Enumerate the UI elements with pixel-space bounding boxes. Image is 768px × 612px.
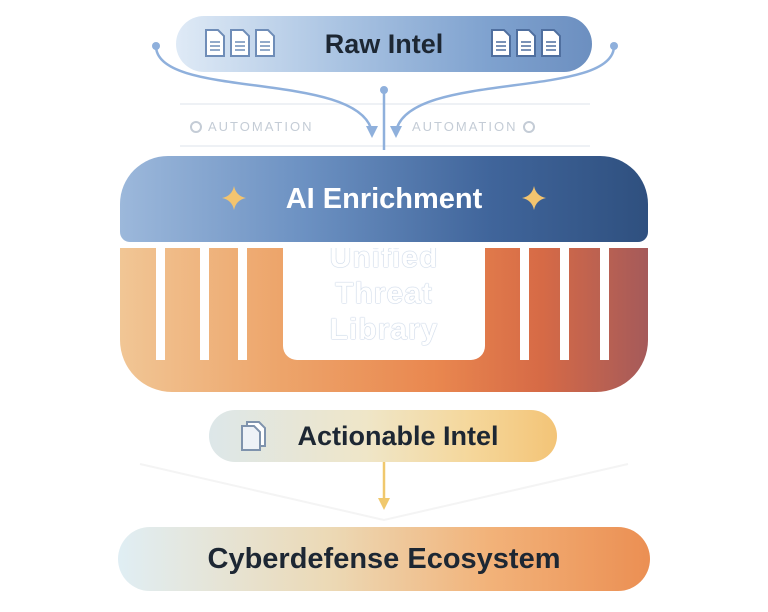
sparkle-icon [222,186,246,210]
gear-icon [523,120,536,133]
ecosystem-label: Cyberdefense Ecosystem [207,542,561,575]
document-icon [230,29,250,57]
threat-library-panel: Unified Threat Library [283,248,485,360]
library-column-divider [520,248,529,360]
documents-icon-group [490,28,562,58]
documents-icon-group [204,28,276,58]
right-source-dot [610,42,618,50]
threat-library-node: Unified Threat Library [120,248,648,392]
automation-text-left: AUTOMATION [208,119,314,134]
document-stack-icon [241,421,266,451]
library-column-divider [600,248,609,360]
left-arrowhead [366,126,378,138]
left-automation-arrow [154,45,374,133]
right-arrowhead [390,126,402,138]
ecosystem-arrowhead [378,498,390,510]
actionable-intel-node: Actionable Intel [209,410,557,462]
funnel-lines [139,463,629,522]
ai-enrichment-label: AI Enrichment [285,182,483,215]
document-icon [491,29,511,57]
automation-text-right: AUTOMATION [412,119,518,134]
raw-intel-node: Raw Intel [176,16,592,72]
ai-enrichment-node: AI Enrichment [120,156,648,242]
automation-label-left: AUTOMATION [190,119,313,134]
document-icon [205,29,225,57]
library-line-3: Library [329,313,439,346]
raw-intel-label: Raw Intel [324,28,444,59]
actionable-intel-label: Actionable Intel [297,420,499,451]
gear-icon [190,120,202,133]
library-column-divider [560,248,569,360]
library-column-divider [238,248,247,360]
left-source-dot [152,42,160,50]
automation-label-right: AUTOMATION [412,119,536,134]
cyberdefense-ecosystem-node: Cyberdefense Ecosystem [118,527,650,591]
library-column-divider [200,248,209,360]
library-column-divider [156,248,165,360]
document-icon [541,29,561,57]
sparkle-icon [522,186,546,210]
document-icon [516,29,536,57]
document-icon [255,29,275,57]
library-line-1: Unified [329,248,439,274]
library-line-2: Threat [335,277,433,310]
right-automation-arrow [394,45,616,133]
